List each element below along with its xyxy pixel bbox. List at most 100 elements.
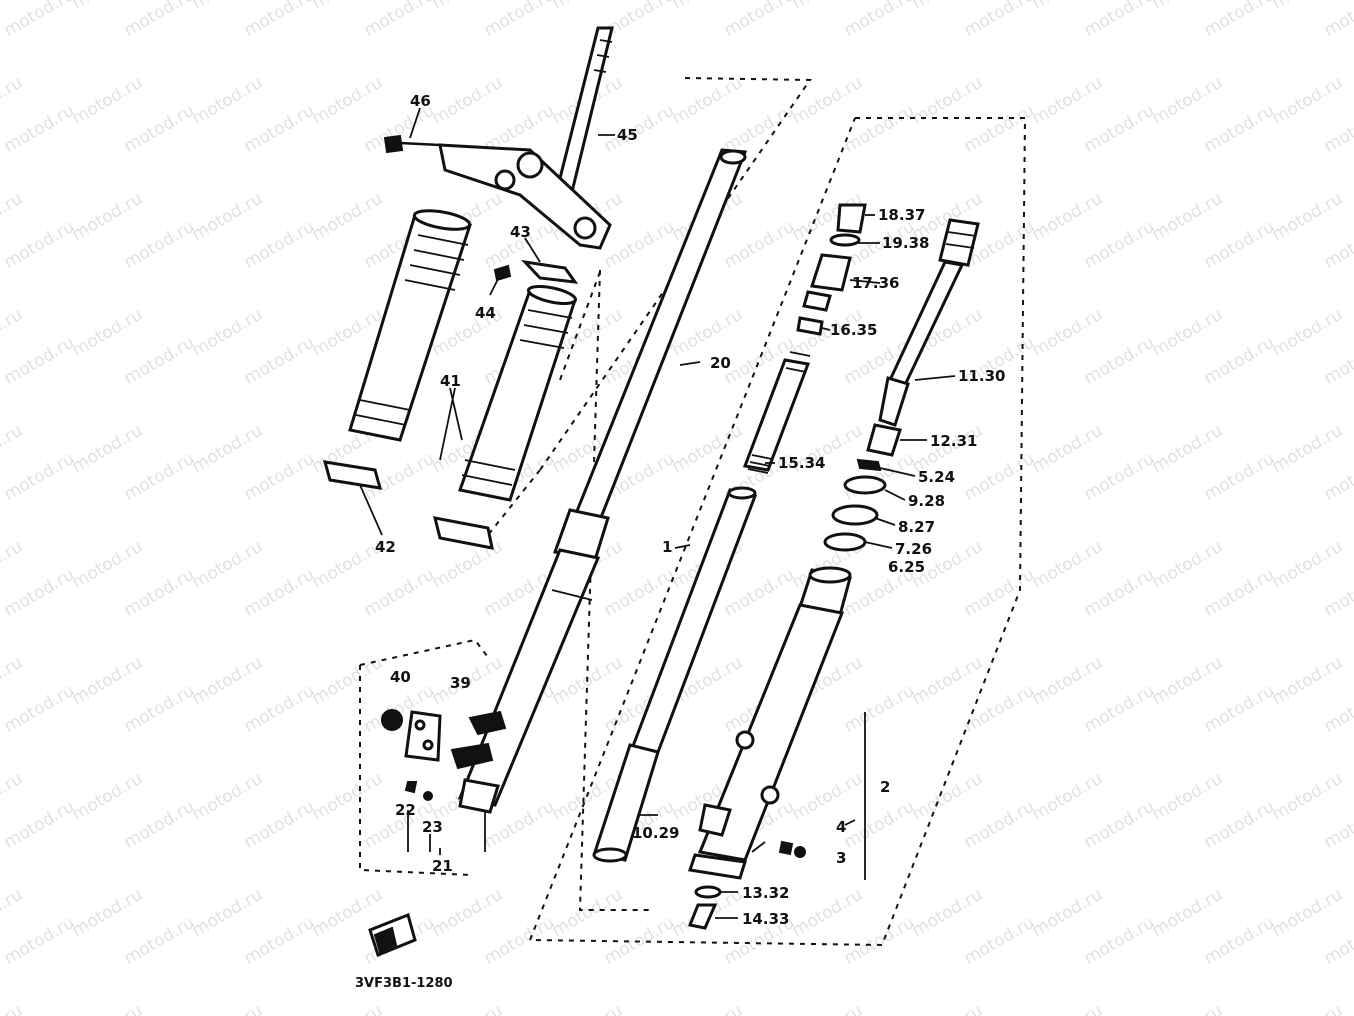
drain-bolt-13-14 [687, 885, 722, 930]
watermark-text: motod.ru [189, 0, 267, 13]
label-5-24: 5.24 [918, 468, 955, 486]
damper-tube-10-29 [592, 486, 758, 863]
watermark-text: motod.ru [1081, 797, 1159, 853]
watermark-text: motod.ru [1029, 1001, 1107, 1016]
watermark-text: motod.ru [241, 333, 319, 389]
watermark-text: motod.ru [669, 1001, 747, 1016]
group-borders [359, 77, 1027, 947]
watermark-text: motod.ru [1149, 189, 1227, 245]
watermark-text: motod.ru [121, 565, 199, 621]
watermark-text: motod.ru [1149, 537, 1227, 593]
watermark-text: motod.ru [309, 0, 387, 13]
part-labels: 46 45 43 44 41 42 20 1 40 39 22 23 21 10… [355, 92, 1005, 991]
watermark-text: motod.ru [1149, 1001, 1227, 1016]
watermark-text: motod.ru [241, 0, 319, 41]
label-40: 40 [390, 668, 411, 686]
watermark-text: motod.ru [601, 565, 679, 621]
watermark-text: motod.ru [121, 217, 199, 273]
fork-boot-left [348, 209, 472, 442]
label-17-36: 17.36 [852, 274, 899, 292]
watermark-text: motod.ru [69, 1001, 147, 1016]
watermark-text: motod.ru [961, 797, 1039, 853]
watermark-text: motod.ru [481, 913, 559, 969]
watermark-text: motod.ru [1321, 101, 1354, 157]
watermark-text: motod.ru [1201, 101, 1279, 157]
watermark-text: motod.ru [1149, 0, 1227, 13]
watermark-text: motod.ru [1029, 189, 1107, 245]
watermark-text: motod.ru [121, 913, 199, 969]
label-39: 39 [450, 674, 471, 692]
label-43: 43 [510, 223, 531, 241]
watermark-text: motod.ru [1321, 913, 1354, 969]
watermark-text: motod.ru [361, 565, 439, 621]
watermark-text: motod.ru [1269, 537, 1347, 593]
watermark-text: motod.ru [1201, 449, 1279, 505]
watermark-text: motod.ru [69, 537, 147, 593]
watermark-text: motod.ru [121, 0, 199, 41]
watermark-text: motod.ru [721, 565, 799, 621]
watermark-text: motod.ru [789, 1001, 867, 1016]
outer-tube-left [450, 508, 610, 814]
label-22: 22 [395, 801, 416, 819]
watermark-text: motod.ru [1029, 421, 1107, 477]
label-21: 21 [432, 857, 453, 875]
small-bracket [368, 912, 417, 957]
watermark-text: motod.ru [1269, 1001, 1347, 1016]
watermark-text: motod.ru [1, 333, 79, 389]
watermark-text: motod.ru [789, 769, 867, 825]
watermark-text: motod.ru [1029, 885, 1107, 941]
bolt-46 [383, 134, 441, 154]
watermark-text: motod.ru [189, 769, 267, 825]
watermark-text: motod.ru [841, 913, 919, 969]
watermark-text: motod.ru [721, 101, 799, 157]
watermark-text: motod.ru [1081, 333, 1159, 389]
watermark-text: motod.ru [189, 537, 267, 593]
watermark-text: motod.ru [1269, 653, 1347, 709]
watermark-text: motod.ru [241, 797, 319, 853]
watermark-text: motod.ru [189, 305, 267, 361]
watermark-text: motod.ru [189, 1001, 267, 1016]
watermark-text: motod.ru [69, 769, 147, 825]
watermark-text: motod.ru [0, 1001, 26, 1016]
reflector-39-40 [381, 709, 442, 801]
watermark-text: motod.ru [1269, 769, 1347, 825]
watermark-text: motod.ru [0, 73, 26, 129]
watermark-text: motod.ru [0, 653, 26, 709]
watermark-text: motod.ru [1321, 681, 1354, 737]
label-4: 4 [836, 818, 846, 836]
watermark-text: motod.ru [1029, 537, 1107, 593]
watermark-text: motod.ru [841, 449, 919, 505]
label-11-30: 11.30 [958, 367, 1005, 385]
fork-boot-right [458, 285, 578, 502]
watermark-text: motod.ru [241, 101, 319, 157]
watermark-text: motod.ru [1321, 565, 1354, 621]
watermark-text: motod.ru [241, 913, 319, 969]
watermark-text: motod.ru [1201, 797, 1279, 853]
spring-15-34 [742, 351, 811, 474]
watermark-text: motod.ru [1149, 421, 1227, 477]
watermark-text: motod.ru [1149, 653, 1227, 709]
watermark-text: motod.ru [601, 101, 679, 157]
watermark-text: motod.ru [961, 449, 1039, 505]
watermark-text: motod.ru [309, 73, 387, 129]
label-42: 42 [375, 538, 396, 556]
watermark-text: motod.ru [1081, 101, 1159, 157]
watermark-text: motod.ru [961, 0, 1039, 41]
watermark-text: motod.ru [1, 565, 79, 621]
watermark-text: motod.ru [669, 0, 747, 13]
washer-stack [823, 423, 902, 552]
watermark-text: motod.ru [601, 0, 679, 41]
watermark-text: motod.ru [549, 885, 627, 941]
watermark-text: motod.ru [69, 885, 147, 941]
watermark-text: motod.ru [1081, 681, 1159, 737]
watermark-text: motod.ru [429, 1001, 507, 1016]
damper-rod-11-30 [878, 218, 980, 427]
watermark-text: motod.ru [241, 217, 319, 273]
watermark-text: motod.ru [841, 681, 919, 737]
watermark-text: motod.ru [961, 913, 1039, 969]
watermark-text: motod.ru [909, 0, 987, 13]
watermark-text: motod.ru [69, 73, 147, 129]
watermark-text: motod.ru [241, 449, 319, 505]
watermark-text: motod.ru [1269, 885, 1347, 941]
watermark-text: motod.ru [961, 565, 1039, 621]
